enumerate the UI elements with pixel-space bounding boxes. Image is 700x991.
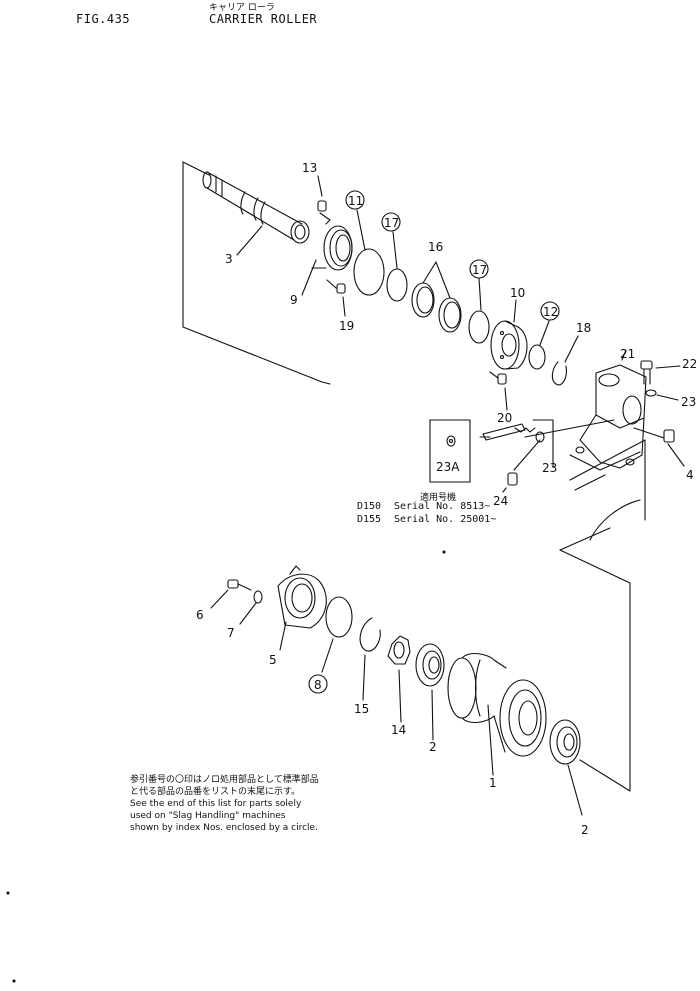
- pin-part-13: [317, 175, 331, 225]
- o-ring-part-11: [353, 248, 385, 296]
- callout-16: 16: [428, 240, 443, 254]
- o-ring-part-17b: [468, 310, 490, 344]
- o-ring-part-8: [325, 596, 353, 638]
- note-en-line1: See the end of this list for parts solel…: [130, 799, 302, 809]
- callout-19: 19: [339, 319, 354, 333]
- bolt-part-24: [479, 419, 615, 493]
- callout-23b: 23: [542, 461, 557, 475]
- frame-body: [559, 439, 646, 792]
- bearing-part-2b: [549, 719, 583, 816]
- serial-heading: 適用号機: [420, 493, 457, 503]
- washer-part-7: [239, 590, 263, 625]
- nut-part-14: [387, 635, 411, 723]
- note-jp-line1: 参引番号の〇印はノロ処用部品として標準部品: [130, 775, 319, 785]
- callout-circles: [308, 190, 560, 694]
- callout-22: 22: [682, 357, 697, 371]
- bolt-part-4: [633, 427, 685, 467]
- pin-part-20: [489, 371, 508, 411]
- d150-model: D150: [357, 501, 382, 512]
- housing-part-10: [490, 299, 528, 370]
- d155-model: D155: [357, 514, 382, 525]
- callout-11: 11: [348, 194, 363, 208]
- plug-part-19: [326, 279, 346, 317]
- callout-24: 24: [493, 494, 508, 508]
- seal-part-16: [411, 261, 462, 333]
- callout-17a: 17: [384, 216, 399, 230]
- page-title: CARRIER ROLLER: [209, 12, 318, 26]
- callout-23A: 23A: [436, 460, 460, 474]
- figure-number: FIG.435: [76, 12, 131, 26]
- callout-6: 6: [196, 608, 204, 622]
- snap-ring-part-15: [359, 617, 381, 652]
- callout-4: 4: [686, 468, 694, 482]
- callout-12: 12: [543, 305, 558, 319]
- callout-17b: 17: [472, 263, 487, 277]
- callout-21: 21: [620, 347, 635, 361]
- o-ring-part-17a: [386, 268, 408, 302]
- o-ring-part-12: [528, 344, 546, 370]
- callout-15: 15: [354, 702, 369, 716]
- shaft-part-3: [202, 171, 310, 244]
- callout-7: 7: [227, 626, 235, 640]
- bracket-part-21: [569, 349, 647, 471]
- cover-part-5: [277, 565, 327, 651]
- seal-part-9: [311, 225, 353, 271]
- callout-2b: 2: [581, 823, 589, 837]
- roller-part-1: [447, 652, 547, 776]
- alt-washer-box-23a: [429, 419, 471, 483]
- title-japanese: キャリア ローラ: [209, 3, 275, 13]
- snap-ring-part-18: [551, 361, 567, 386]
- callout-2a: 2: [429, 740, 437, 754]
- callout-20: 20: [497, 411, 512, 425]
- callout-9: 9: [290, 293, 298, 307]
- d150-serial: Serial No. 8513~: [394, 501, 491, 512]
- callout-18: 18: [576, 321, 591, 335]
- bolt-part-6: [210, 579, 252, 609]
- callout-1: 1: [489, 776, 497, 790]
- bolt-part-22: [640, 360, 681, 401]
- callout-8: 8: [314, 678, 322, 692]
- upper-frame-outline: [182, 161, 331, 385]
- note-en-line3: shown by index Nos. enclosed by a circle…: [130, 823, 318, 833]
- callout-3: 3: [225, 252, 233, 266]
- callout-5: 5: [269, 653, 277, 667]
- bearing-part-2a: [415, 643, 445, 741]
- callout-14: 14: [391, 723, 406, 737]
- callout-23a: 23: [681, 395, 696, 409]
- note-en-line2: used on "Slag Handling" machines: [130, 811, 286, 821]
- d155-serial: Serial No. 25001~: [394, 514, 497, 525]
- callout-13: 13: [302, 161, 317, 175]
- callout-10: 10: [510, 286, 525, 300]
- note-jp-line2: と代る部品の品番をリストの末尾に示す。: [130, 787, 301, 797]
